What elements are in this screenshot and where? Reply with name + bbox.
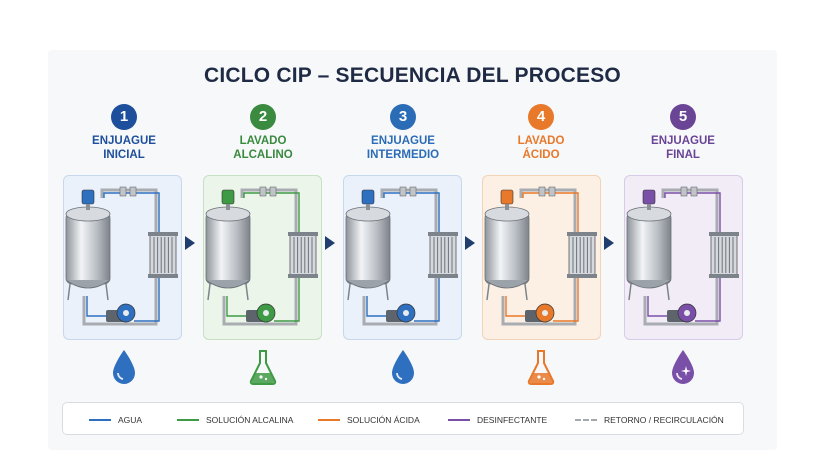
cip-schematic bbox=[345, 186, 458, 326]
legend-label: RETORNO / RECIRCULACIÓN bbox=[604, 415, 724, 425]
legend-item-retorno: RETORNO / RECIRCULACIÓN bbox=[575, 415, 724, 425]
step-label-line1: LAVADO bbox=[239, 135, 287, 147]
step-label: LAVADO ÁCIDO bbox=[476, 134, 606, 162]
step-panel-3 bbox=[343, 175, 462, 340]
step-number-badge: 5 bbox=[670, 104, 696, 130]
legend-swatch bbox=[318, 419, 340, 421]
cip-schematic bbox=[484, 186, 597, 326]
legend-item-alcalina: SOLUCIÓN ALCALINA bbox=[177, 415, 293, 425]
page-title: CICLO CIP – SECUENCIA DEL PROCESO bbox=[204, 64, 621, 87]
step-panel-5 bbox=[624, 175, 743, 340]
step-icon-holder bbox=[668, 347, 698, 387]
step-label: ENJUAGUE INTERMEDIO bbox=[338, 134, 468, 162]
step-icon-holder bbox=[248, 347, 278, 387]
cip-schematic bbox=[205, 186, 318, 326]
legend-item-agua: AGUA bbox=[89, 415, 142, 425]
step-label: LAVADO ALCALINO bbox=[198, 134, 328, 162]
step-number-badge: 3 bbox=[390, 104, 416, 130]
legend-item-acida: SOLUCIÓN ÁCIDA bbox=[318, 415, 420, 425]
cip-schematic bbox=[65, 186, 178, 326]
legend-item-desinfectante: DESINFECTANTE bbox=[448, 415, 547, 425]
step-number-badge: 2 bbox=[250, 104, 276, 130]
legend-swatch-dashed bbox=[575, 419, 597, 421]
step-label-line2: ÁCIDO bbox=[522, 149, 560, 161]
step-label-line1: ENJUAGUE bbox=[371, 135, 435, 147]
legend: AGUA SOLUCIÓN ALCALINA SOLUCIÓN ÁCIDA DE… bbox=[62, 402, 744, 435]
step-label-line2: ALCALINO bbox=[233, 149, 293, 161]
next-step-arrow-icon bbox=[325, 236, 335, 250]
step-icon-holder bbox=[109, 347, 139, 387]
legend-label: DESINFECTANTE bbox=[477, 415, 548, 425]
step-label-line1: ENJUAGUE bbox=[92, 135, 156, 147]
legend-swatch bbox=[448, 419, 470, 421]
step-number-badge: 1 bbox=[111, 104, 137, 130]
water-drop-icon bbox=[113, 350, 135, 384]
step-number-badge: 4 bbox=[528, 104, 554, 130]
cip-schematic bbox=[626, 186, 739, 326]
step-label-line2: INTERMEDIO bbox=[366, 149, 440, 161]
step-label-line2: INICIAL bbox=[103, 149, 145, 161]
next-step-arrow-icon bbox=[604, 236, 614, 250]
legend-label: SOLUCIÓN ÁCIDA bbox=[347, 415, 420, 425]
flask-icon bbox=[527, 350, 555, 385]
step-icon-holder bbox=[526, 347, 556, 387]
legend-swatch bbox=[177, 419, 199, 421]
legend-label: AGUA bbox=[118, 415, 143, 425]
flask-icon bbox=[249, 350, 277, 385]
step-panel-4 bbox=[482, 175, 601, 340]
water-drop-icon bbox=[392, 350, 414, 384]
step-label-line2: FINAL bbox=[666, 149, 700, 161]
legend-label: SOLUCIÓN ALCALINA bbox=[206, 415, 294, 425]
next-step-arrow-icon bbox=[185, 236, 195, 250]
step-label-line1: LAVADO bbox=[517, 135, 565, 147]
sparkle-drop-icon bbox=[672, 350, 694, 384]
legend-swatch bbox=[89, 419, 111, 421]
step-panel-2 bbox=[203, 175, 322, 340]
step-label: ENJUAGUE FINAL bbox=[618, 134, 748, 162]
step-icon-holder bbox=[388, 347, 418, 387]
next-step-arrow-icon bbox=[465, 236, 475, 250]
step-label: ENJUAGUE INICIAL bbox=[59, 134, 189, 162]
step-label-line1: ENJUAGUE bbox=[651, 135, 715, 147]
step-panel-1 bbox=[63, 175, 182, 340]
